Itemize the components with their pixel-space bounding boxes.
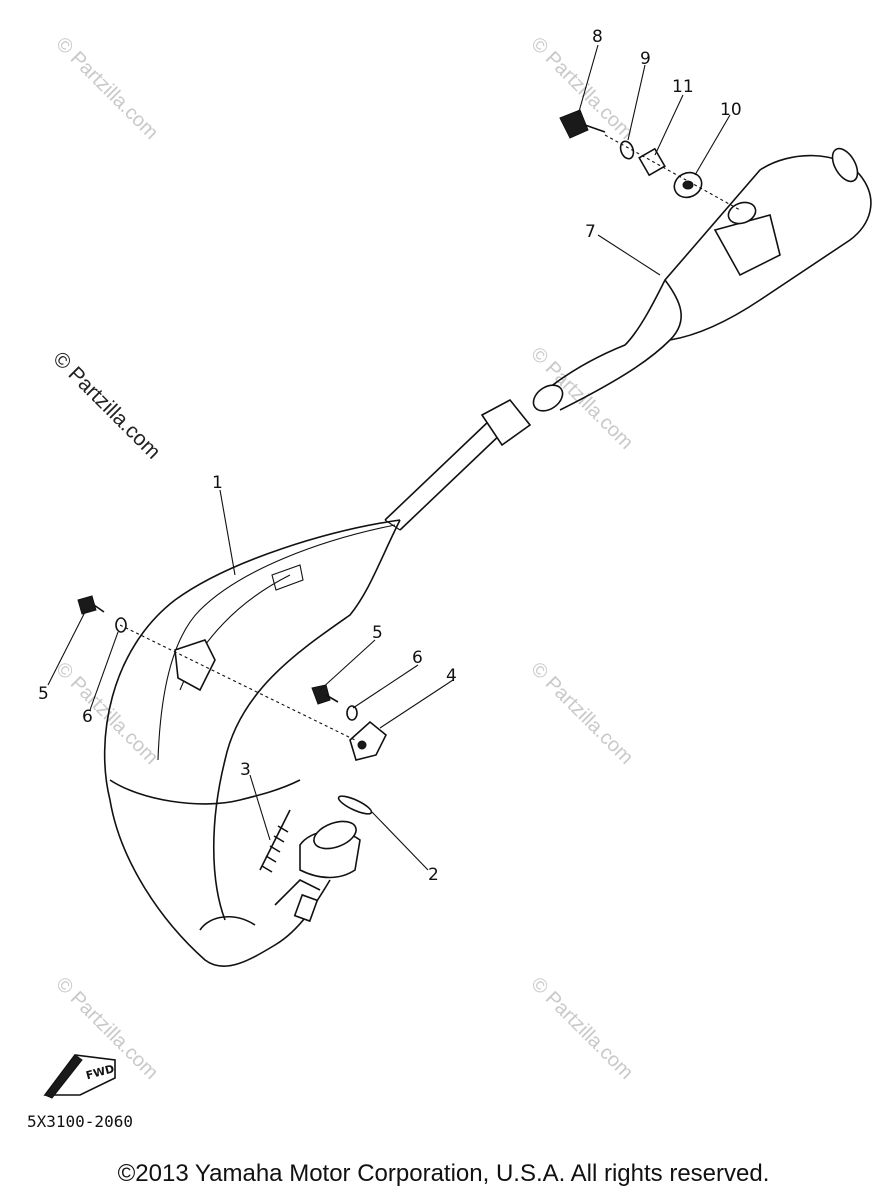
callout-2: 2: [428, 865, 439, 885]
watermark-dark: © Partzilla.com: [48, 347, 164, 463]
fwd-arrow-icon: FWD: [43, 1054, 116, 1099]
callout-5a: 5: [372, 623, 383, 643]
leader-lines: [47, 44, 731, 871]
watermark: © Partzilla.com: [526, 973, 637, 1084]
callout-4: 4: [446, 666, 457, 686]
silencer-mount-hardware: [559, 109, 741, 211]
watermarks: © Partzilla.com © Partzilla.com © Partzi…: [48, 33, 637, 1084]
callout-10: 10: [720, 100, 742, 120]
callout-9: 9: [640, 49, 651, 69]
watermark: © Partzilla.com: [51, 33, 162, 144]
exhaust-diagram: © Partzilla.com © Partzilla.com © Partzi…: [27, 27, 872, 1131]
watermark: © Partzilla.com: [526, 658, 637, 769]
silencer-part-7: [532, 147, 872, 412]
callout-1: 1: [212, 473, 223, 493]
callout-6b: 6: [82, 707, 93, 727]
expansion-chamber-part-1: [103, 398, 532, 968]
callout-8: 8: [592, 27, 603, 47]
callout-6a: 6: [412, 648, 423, 668]
gasket-and-spring: [259, 795, 373, 873]
callout-3: 3: [240, 760, 251, 780]
watermark: © Partzilla.com: [51, 658, 162, 769]
callout-numbers: 1 2 3 4 5 5 6 6 7 8 9 11 10: [38, 27, 742, 885]
copyright-notice: ©2013 Yamaha Motor Corporation, U.S.A. A…: [117, 1160, 770, 1187]
diagram-code: 5X3100-2060: [27, 1112, 133, 1131]
callout-7: 7: [585, 222, 596, 242]
callout-11: 11: [672, 77, 694, 97]
mount-bracket-hardware: [77, 595, 388, 761]
callout-5b: 5: [38, 684, 49, 704]
